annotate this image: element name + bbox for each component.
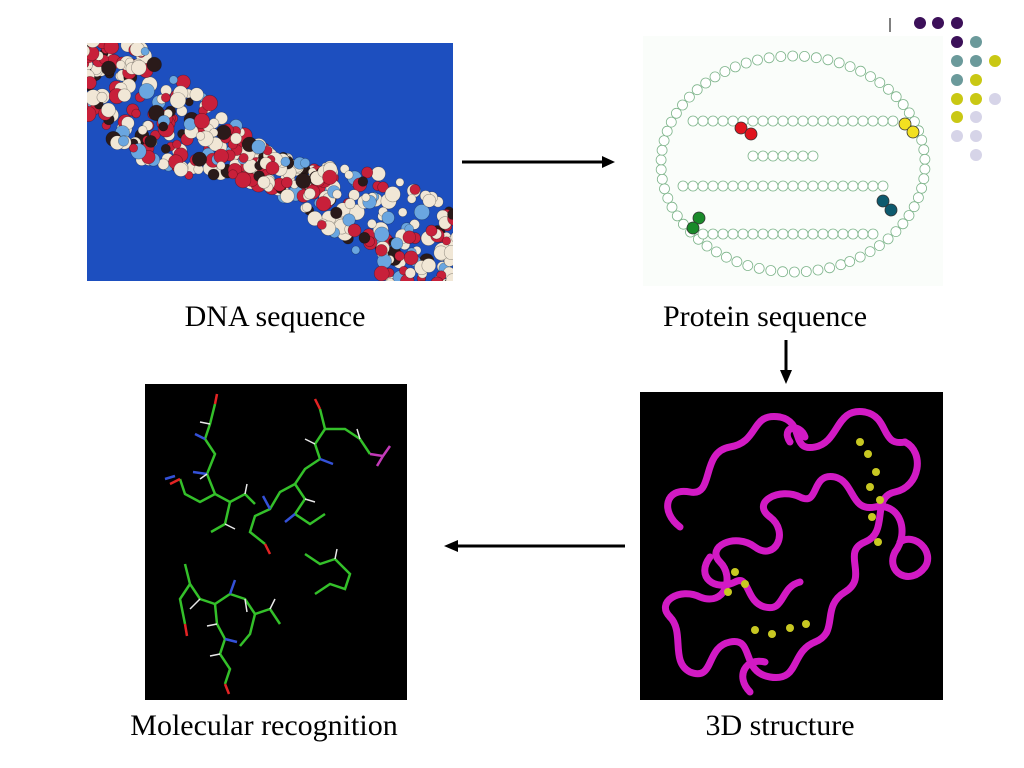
protein-sequence-bead-diagram-icon (643, 36, 943, 286)
protein-sequence-image (643, 36, 943, 286)
left-arrow-icon (444, 540, 625, 552)
molecular-recognition-image (145, 384, 407, 700)
molecular-recognition-caption: Molecular recognition (130, 709, 398, 742)
arrow-dna-to-protein (462, 152, 617, 172)
protein-3d-structure-image (640, 392, 943, 700)
protein-sequence-caption: Protein sequence (662, 300, 868, 333)
right-arrow-icon (462, 156, 615, 168)
dna-double-helix-model-icon (87, 43, 453, 281)
ligand-stick-model-icon (145, 384, 407, 700)
3d-structure-caption: 3D structure (705, 709, 855, 742)
down-arrow-icon (780, 340, 792, 384)
arrow-structure-to-recognition (442, 536, 625, 556)
protein-ribbon-structure-icon (640, 392, 943, 700)
dna-helix-image (87, 43, 453, 281)
decorative-dot-grid (880, 10, 1010, 170)
dna-sequence-caption: DNA sequence (184, 300, 366, 333)
arrow-protein-to-structure (776, 340, 796, 386)
